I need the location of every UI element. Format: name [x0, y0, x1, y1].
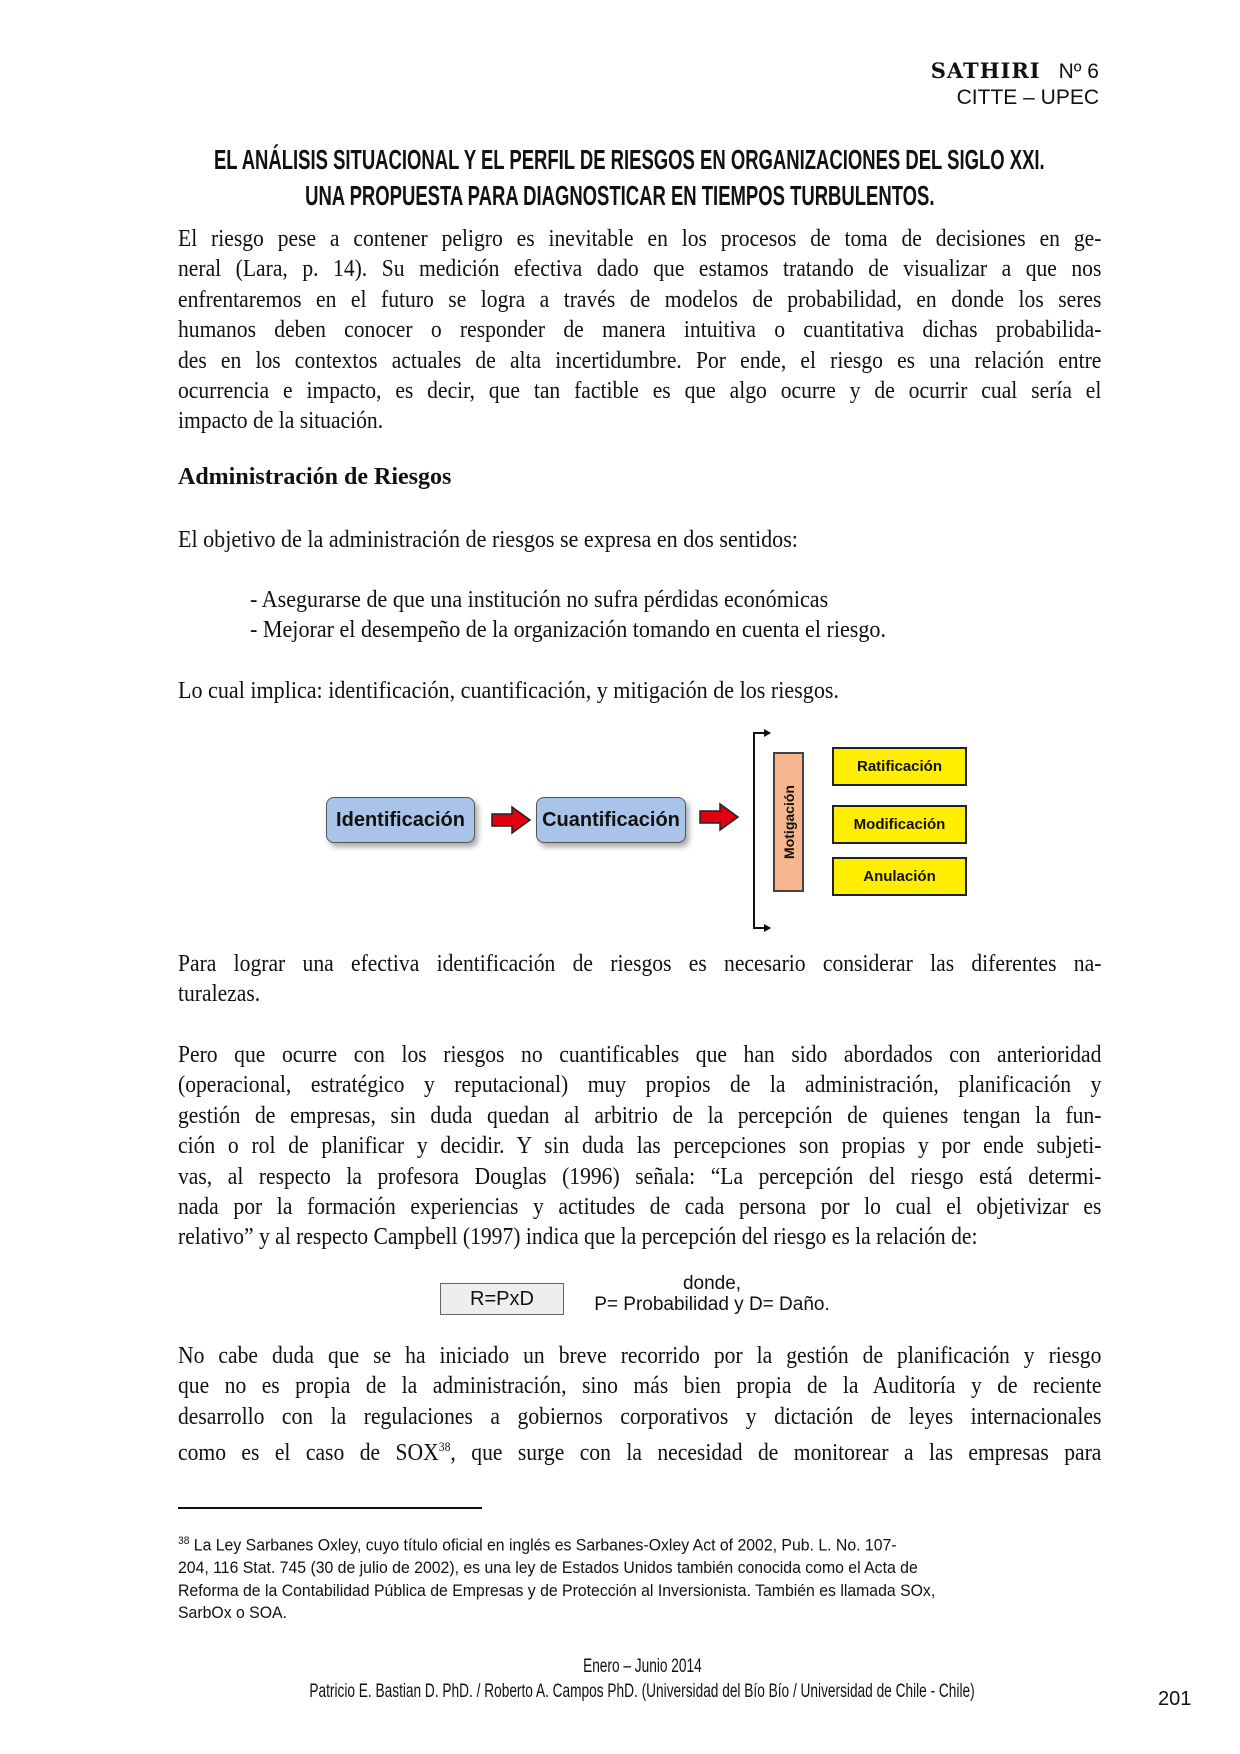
- paragraph-audit: No cabe duda que se ha iniciado un breve…: [178, 1341, 1101, 1469]
- footnote-line: 204, 116 Stat. 745 (30 de julio de 2002)…: [178, 1558, 918, 1578]
- mitigation-label: Motigación: [780, 785, 797, 859]
- paragraph-line: turalezas.: [178, 981, 261, 1008]
- paragraph-perception: Pero que ocurre con los riesgos no cuant…: [178, 1040, 1101, 1253]
- arrow-right-icon: [699, 802, 740, 832]
- title-line: UNA PROPUESTA PARA DIAGNOSTICAR EN TIEMP…: [305, 180, 935, 211]
- line-text: , que surge con la necesidad de monitore…: [450, 1440, 1102, 1467]
- paragraph-line: No cabe duda que se ha iniciado un breve…: [178, 1343, 1102, 1369]
- implies-text: Lo cual implica: identificación, cuantif…: [178, 676, 1101, 706]
- footer-authors: Patricio E. Bastian D. PhD. / Roberto A.…: [0, 1681, 1240, 1703]
- paragraph-intro: El riesgo pese a contener peligro es ine…: [178, 224, 1101, 437]
- bullet-item: - Asegurarse de que una institución no s…: [250, 587, 829, 613]
- paragraph-line: Para lograr una efectiva identificación …: [178, 951, 1102, 977]
- paragraph-line: (operacional, estratégico y reputacional…: [178, 1072, 1102, 1099]
- bullet-list: - Asegurarse de que una institución no s…: [250, 585, 941, 646]
- paragraph-line: neral (Lara, p. 14). Su medición efectiv…: [178, 256, 1102, 283]
- footnote-line: Reforma de la Contabilidad Pública de Em…: [178, 1580, 936, 1600]
- line-text: como es el caso de SOX: [178, 1440, 439, 1467]
- paragraph-line: desarrollo con la regulaciones a gobiern…: [178, 1403, 1102, 1430]
- footer-date: Enero – Junio 2014: [0, 1656, 1240, 1678]
- page-number: 201: [1158, 1688, 1192, 1710]
- paragraph-line: relativo” y al respecto Campbell (1997) …: [178, 1224, 978, 1251]
- journal-name: SATHIRI: [930, 58, 1041, 83]
- bullet-item: - Mejorar el desempeño de la organizació…: [250, 617, 886, 644]
- section-heading: Administración de Riesgos: [178, 464, 452, 490]
- footnote-ref[interactable]: 38: [438, 1439, 451, 1455]
- formula-where: donde,: [682, 1273, 742, 1294]
- objective-intro: El objetivo de la administración de ries…: [178, 525, 1101, 555]
- paragraph-line: nada por la formación experiencias y act…: [178, 1194, 1102, 1221]
- objective-text: El objetivo de la administración de ries…: [178, 527, 798, 553]
- paragraph-line: humanos deben conocer o responder de man…: [178, 317, 1102, 344]
- article-title: EL ANÁLISIS SITUACIONAL Y EL PERFIL DE R…: [0, 142, 1240, 214]
- paragraph-identification: Para lograr una efectiva identificación …: [178, 949, 1101, 1010]
- paragraph-line: gestión de empresas, sin duda quedan al …: [178, 1102, 1102, 1129]
- paragraph-line: vas, al respecto la profesora Douglas (1…: [178, 1163, 1102, 1190]
- footnote: 38 La Ley Sarbanes Oxley, cuyo título of…: [178, 1530, 1098, 1625]
- footer-authors-text: Patricio E. Bastian D. PhD. / Roberto A.…: [309, 1681, 975, 1702]
- paragraph-line: Pero que ocurre con los riesgos no cuant…: [178, 1042, 1102, 1068]
- paragraph-line: des en los contextos actuales de alta in…: [178, 347, 1102, 374]
- paragraph-line: El riesgo pese a contener peligro es ine…: [178, 226, 1102, 252]
- footnote-line: La Ley Sarbanes Oxley, cuyo título ofici…: [189, 1535, 897, 1555]
- implies-line: Lo cual implica: identificación, cuantif…: [178, 678, 839, 704]
- identification-box: Identificación: [326, 797, 475, 843]
- footnote-line: SarbOx o SOA.: [178, 1603, 287, 1623]
- mitigation-box: Motigación: [773, 752, 804, 892]
- option-ratification: Ratificación: [832, 747, 967, 786]
- formula-box: R=PxD: [440, 1283, 564, 1315]
- footnote-divider: [178, 1507, 482, 1509]
- title-line: EL ANÁLISIS SITUACIONAL Y EL PERFIL DE R…: [213, 144, 1045, 175]
- quantification-box: Cuantificación: [536, 797, 686, 843]
- paragraph-line: ción o rol de planificar y decidir. Y si…: [178, 1133, 1102, 1160]
- footer-date-text: Enero – Junio 2014: [582, 1656, 702, 1677]
- bracket-arrows: [753, 729, 771, 932]
- paragraph-line: como es el caso de SOX38, que surge con …: [178, 1432, 1101, 1468]
- formula-definition: donde, P= Probabilidad y D= Daño.: [582, 1273, 842, 1315]
- option-modification: Modificación: [832, 805, 967, 844]
- institution: CITTE – UPEC: [956, 86, 1099, 109]
- paragraph-audit-lines: No cabe duda que se ha iniciado un breve…: [178, 1341, 1101, 1432]
- arrow-right-icon: [491, 805, 532, 835]
- paragraph-line: enfrentaremos en el futuro se logra a tr…: [178, 286, 1102, 313]
- paragraph-line: impacto de la situación.: [178, 408, 384, 435]
- formula-variables: P= Probabilidad y D= Daño.: [594, 1294, 830, 1315]
- paragraph-line: ocurrencia e impacto, es decir, que tan …: [178, 378, 1102, 405]
- issue-number: Nº 6: [1058, 60, 1099, 83]
- option-annulment: Anulación: [832, 857, 967, 896]
- running-header: SATHIRI Nº 6 CITTE – UPEC: [931, 58, 1099, 111]
- paragraph-line: que no es propia de la administración, s…: [178, 1373, 1102, 1400]
- footnote-number: 38: [178, 1535, 190, 1547]
